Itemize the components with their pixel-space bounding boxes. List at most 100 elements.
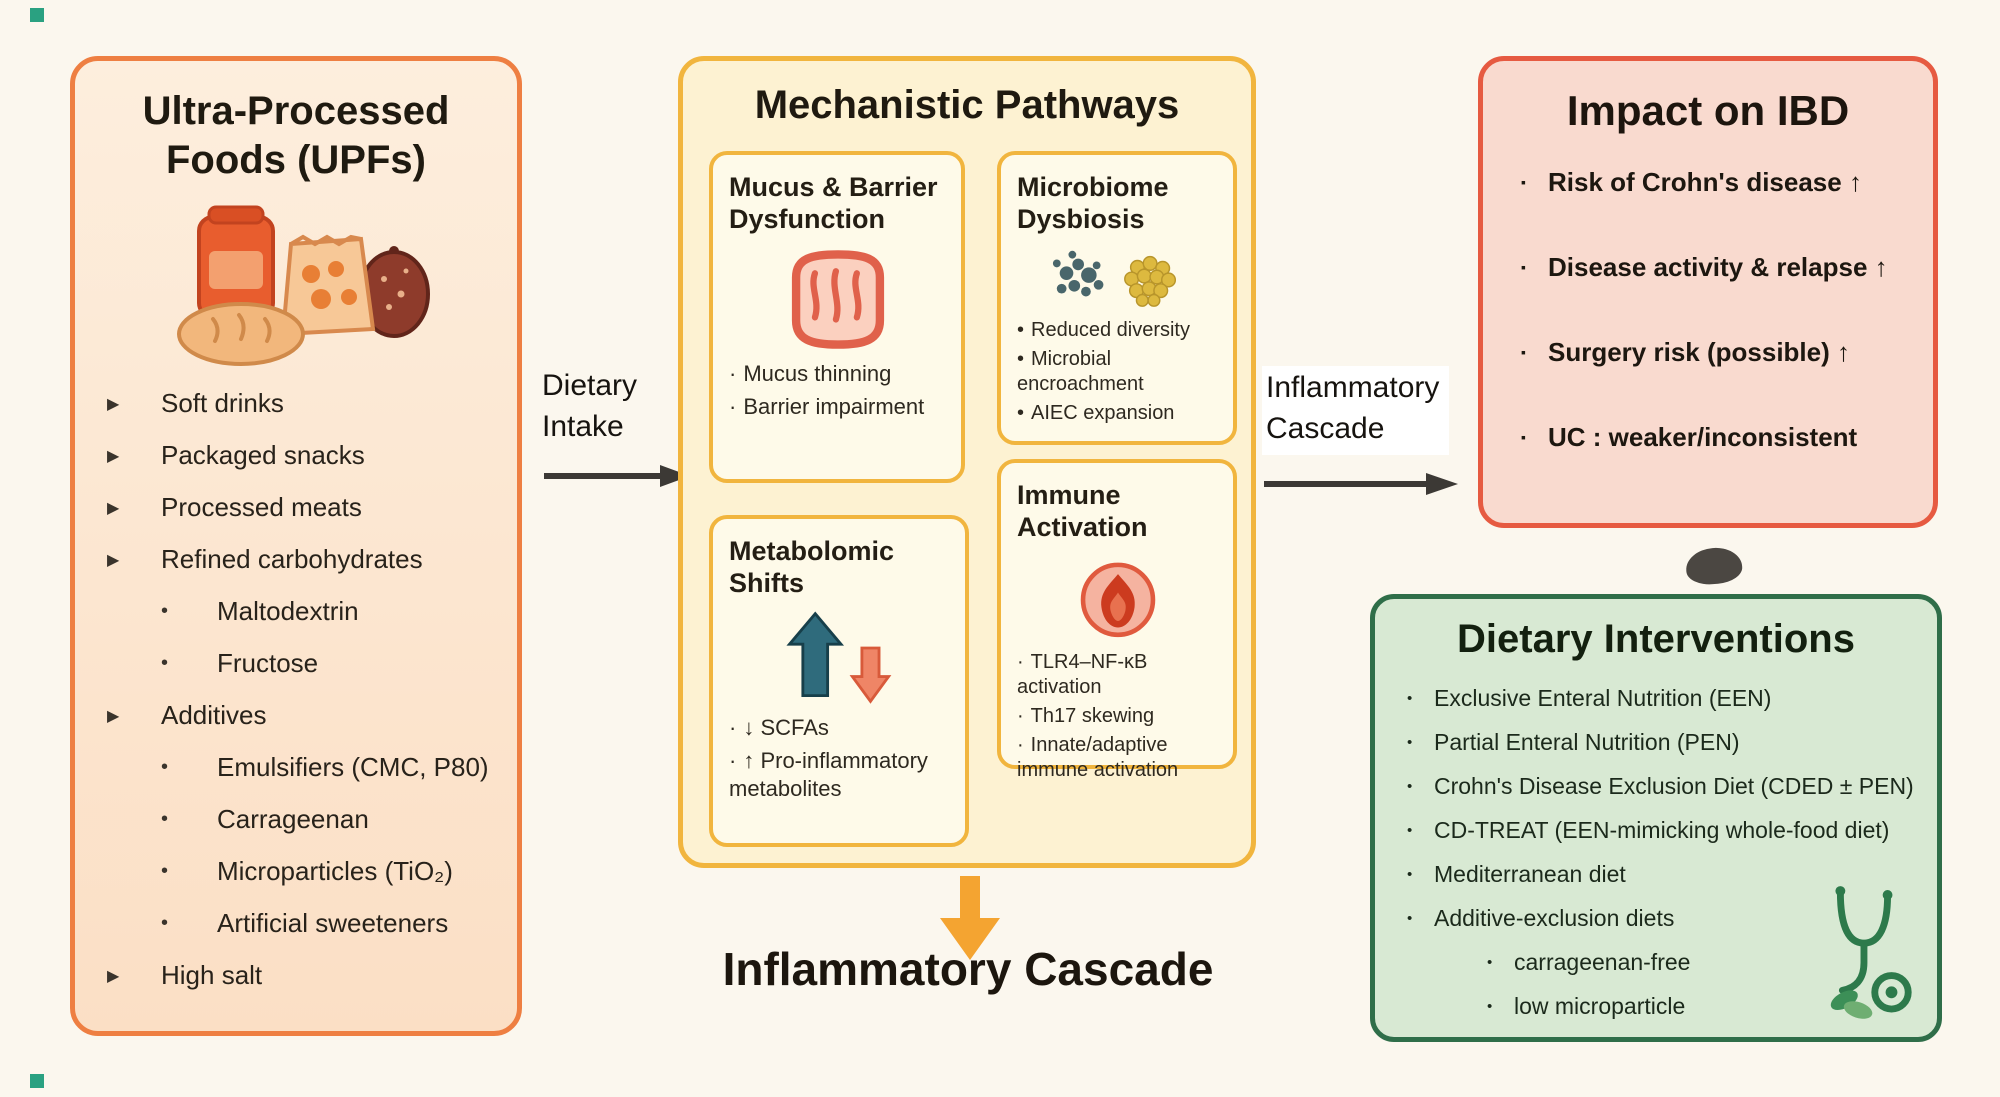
right-arrow-icon xyxy=(1264,473,1458,495)
impact-item: ▪ Surgery risk (possible) ↑ xyxy=(1521,337,1919,368)
inflammatory-cascade-label: Inflammatory Cascade xyxy=(1262,366,1450,455)
mech-item: ·↓ SCFAs xyxy=(729,714,951,742)
mech-item-label: Reduced diversity xyxy=(1031,318,1190,341)
arrow-bullet: ▶ xyxy=(107,395,120,413)
dot-bullet: • xyxy=(161,912,169,935)
impact-item-label: Risk of Crohn's disease ↑ xyxy=(1548,167,1862,197)
square-bullet: ▪ xyxy=(1521,174,1526,190)
upf-item-label: Additives xyxy=(161,700,267,731)
square-bullet: ▪ xyxy=(1521,344,1526,360)
mechanistic-panel: Mechanistic Pathways Mucus & Barrier Dys… xyxy=(678,56,1256,868)
mech-item: ·TLR4–NF-κB activation xyxy=(1017,650,1219,700)
arrow-bullet: ▶ xyxy=(107,967,120,985)
mech-item-label: Innate/adaptive immune activation xyxy=(1017,733,1179,781)
dietary-intake-label: Dietary Intake xyxy=(542,369,638,443)
mech-box-microbiome: Microbiome Dysbiosis xyxy=(997,151,1237,445)
dot-bullet: • xyxy=(1407,821,1413,839)
impact-item-label: Surgery risk (possible) ↑ xyxy=(1548,337,1850,367)
up-down-arrows-icon xyxy=(729,608,951,708)
upf-list-subitem: •Carrageenan xyxy=(75,794,517,846)
corner-mark xyxy=(30,1074,44,1088)
arrow-bullet: ▶ xyxy=(107,499,120,517)
upf-list: ▶ Soft drinks ▶ Packaged snacks ▶ Processed… xyxy=(75,378,517,1002)
flame-icon xyxy=(1017,552,1219,644)
mech-item-label: Th17 skewing xyxy=(1030,704,1155,727)
dot-bullet: • xyxy=(1407,689,1413,707)
upf-item-label: Microparticles (TiO₂) xyxy=(217,856,453,887)
arrow-bullet: ▶ xyxy=(107,551,120,569)
dot-bullet: • xyxy=(161,600,169,623)
impact-list: ▪Risk of Crohn's disease ↑ ▪Disease acti… xyxy=(1483,167,1933,453)
food-icons xyxy=(177,205,430,366)
intervention-item-label: Mediterranean diet xyxy=(1434,860,1626,887)
middot-bullet: · xyxy=(729,714,737,740)
dot-bullet: • xyxy=(1407,777,1413,795)
mech-item: ·Innate/adaptive immune activation xyxy=(1017,733,1219,783)
upf-panel: Ultra-Processed Foods (UPFs) xyxy=(70,56,522,1036)
impact-item: ▪UC : weaker/inconsistent xyxy=(1521,422,1919,453)
mech-item-label: Microbial encroachment xyxy=(1017,347,1144,395)
intervention-item-label: Exclusive Enteral Nutrition (EEN) xyxy=(1434,684,1772,711)
dot-bullet: • xyxy=(161,860,169,883)
impact-item: ▪ Risk of Crohn's disease ↑ xyxy=(1521,167,1919,198)
middot-bullet: · xyxy=(729,394,737,420)
middot-bullet: · xyxy=(729,748,737,774)
impact-item: ▪Disease activity & relapse ↑ xyxy=(1521,252,1919,283)
upf-item-label: Carrageenan xyxy=(217,804,369,835)
upf-item-label: Fructose xyxy=(217,648,319,679)
mech-box-metabolomic: Metabolomic Shifts ·↓ SCFAs ·↑ Pro-infla… xyxy=(709,515,969,847)
upf-item-label: Processed meats xyxy=(161,492,362,523)
mech-item: ·↑ Pro-inflammatory metabolites xyxy=(729,747,951,802)
intervention-item: •CD-TREAT (EEN-mimicking whole-food diet… xyxy=(1375,808,1937,852)
upf-list-item: ▶ Processed meats xyxy=(75,482,517,534)
upf-item-label: Soft drinks xyxy=(161,388,284,419)
processed-foods-illustration xyxy=(161,199,431,374)
dot-bullet: • xyxy=(1017,347,1025,370)
mechanistic-panel-title: Mechanistic Pathways xyxy=(754,83,1180,127)
inflammatory-cascade-caption: Inflammatory Cascade xyxy=(722,943,1214,995)
upf-list-item: ▶ Soft drinks xyxy=(75,378,517,430)
upf-list-subitem: •Emulsifiers (CMC, P80) xyxy=(75,742,517,794)
mech-item-label: TLR4–NF-κB activation xyxy=(1017,650,1148,698)
mech-item-label: Mucus thinning xyxy=(743,360,892,386)
upf-item-label: Packaged snacks xyxy=(161,440,365,471)
mech-box-mucus-barrier: Mucus & Barrier Dysfunction ·Mucus thinn… xyxy=(709,151,965,483)
mech-item: •Microbial encroachment xyxy=(1017,347,1219,397)
arrow-bullet: ▶ xyxy=(107,707,120,725)
intervention-item: • Mediterranean diet xyxy=(1375,852,1937,896)
middot-bullet: · xyxy=(1017,733,1024,756)
impact-panel-title: Impact on IBD xyxy=(1566,87,1850,134)
dot-bullet: • xyxy=(1017,401,1025,424)
intestine-icon xyxy=(729,244,947,354)
mech-item-label: AIEC expansion xyxy=(1031,401,1175,424)
upf-panel-title: Ultra-Processed Foods (UPFs) xyxy=(142,89,450,182)
interventions-list: •Exclusive Enteral Nutrition (EEN) •Part… xyxy=(1375,676,1937,1028)
mech-item: ·Th17 skewing xyxy=(1017,704,1219,729)
inflammatory-cascade-connector: Inflammatory Cascade xyxy=(1262,366,1477,497)
mech-item-label: ↓ SCFAs xyxy=(743,714,829,740)
intervention-item: • Exclusive Enteral Nutrition (EEN) xyxy=(1375,676,1937,720)
corner-mark xyxy=(30,8,44,22)
impact-item-label: Disease activity & relapse ↑ xyxy=(1548,252,1888,282)
intervention-item-label: low microparticle xyxy=(1514,992,1686,1019)
intervention-item: •Additive-exclusion diets xyxy=(1375,896,1937,940)
arrow-bullet: ▶ xyxy=(107,447,120,465)
impact-item-label: UC : weaker/inconsistent xyxy=(1548,422,1858,452)
intervention-item-label: Crohn's Disease Exclusion Diet (CDED ± P… xyxy=(1434,772,1914,799)
dietary-intake-connector: Dietary Intake xyxy=(542,366,692,489)
mech-box-title: Mucus & Barrier Dysfunction xyxy=(729,172,938,235)
mech-item: ·Mucus thinning xyxy=(729,360,947,388)
interventions-panel-title: Dietary Interventions xyxy=(1457,617,1855,661)
intervention-subitem: •low microparticle xyxy=(1375,984,1937,1028)
intervention-subitem: •carrageenan-free xyxy=(1375,940,1937,984)
intervention-item: • Crohn's Disease Exclusion Diet (CDED ± … xyxy=(1375,764,1937,808)
upf-list-item: ▶High salt xyxy=(75,950,517,1002)
dot-bullet: • xyxy=(1407,865,1413,883)
upf-list-subitem: • Maltodextrin xyxy=(75,586,517,638)
mech-item: • AIEC expansion xyxy=(1017,401,1219,426)
right-arrow-icon xyxy=(544,465,690,487)
upf-item-label: Maltodextrin xyxy=(217,596,359,627)
interventions-panel: Dietary Interventions • Exclusive Enteral… xyxy=(1370,594,1942,1042)
mech-box-items: ·Mucus thinning ·Barrier impairment xyxy=(729,360,947,421)
